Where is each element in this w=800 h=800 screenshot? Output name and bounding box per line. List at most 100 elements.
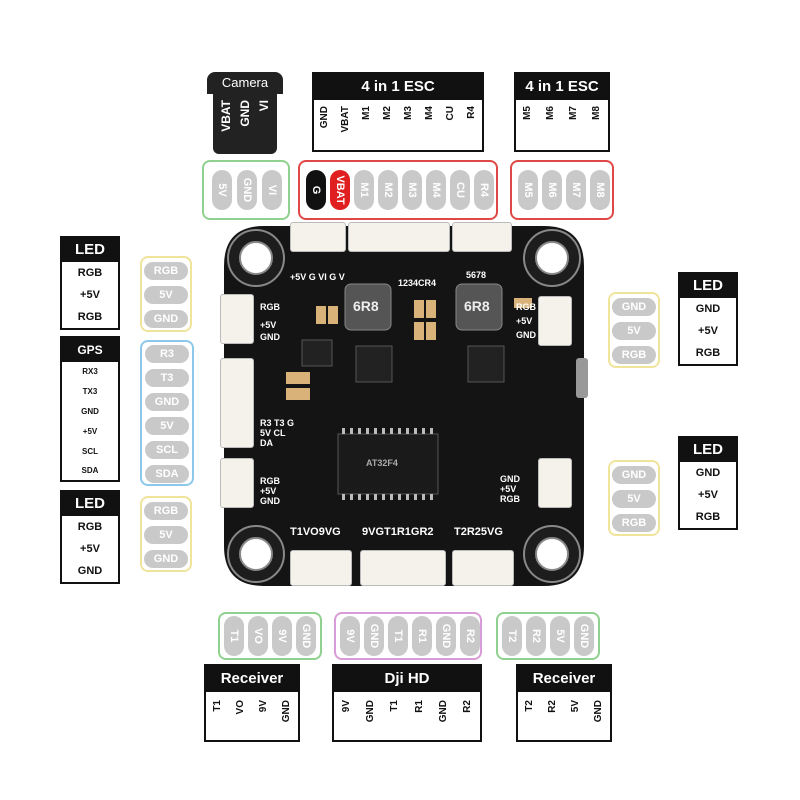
receiver-right-pad: T2 — [502, 616, 522, 656]
gps-pin: GND — [81, 407, 99, 416]
esc1-pin: M3 — [403, 106, 414, 120]
gps-pin: TX3 — [82, 387, 98, 396]
led-right-bottom-pin: +5V — [698, 489, 718, 501]
led-right-top-label-box: LED GND +5V RGB — [678, 272, 738, 366]
esc1-pad: M4 — [426, 170, 446, 210]
led-left-top-pad: 5V — [144, 286, 188, 304]
led-left-top-pad-group: RGB 5V GND — [140, 256, 192, 332]
silk-right-led: GND +5V RGB — [500, 474, 520, 504]
led-left-bottom-pin: +5V — [80, 543, 100, 555]
mcu-label: AT32F4 — [366, 458, 398, 468]
dji-pad: R2 — [460, 616, 480, 656]
gps-title: GPS — [62, 338, 118, 362]
esc1-pin: VBAT — [340, 106, 351, 133]
gps-pad: GND — [145, 393, 189, 411]
gps-pad: 5V — [145, 417, 189, 435]
connector-right-1 — [538, 296, 572, 346]
led-right-top-title: LED — [680, 274, 736, 298]
esc2-title: 4 in 1 ESC — [516, 74, 608, 100]
camera-title: Camera — [207, 72, 283, 94]
silk-top3: 5678 — [466, 270, 487, 280]
silk-right: RGB — [516, 302, 536, 312]
led-left-bottom-pad: GND — [144, 550, 188, 568]
gps-pad-group: R3 T3 GND 5V SCL SDA — [140, 340, 194, 486]
dji-pin: R2 — [462, 700, 474, 713]
led-right-top-pad-group: GND 5V RGB — [608, 292, 660, 368]
esc2-pad: M6 — [542, 170, 562, 210]
connector-top-1 — [290, 222, 346, 252]
led-right-top-pin: GND — [695, 303, 721, 315]
led-right-bottom-pad: GND — [612, 466, 656, 484]
led-right-top-pad: GND — [612, 298, 656, 316]
connector-left-1 — [220, 294, 254, 344]
receiver-right-pad: GND — [574, 616, 594, 656]
receiver-left-pin: 9V — [258, 700, 269, 713]
led-right-bottom-pin: GND — [695, 467, 721, 479]
esc1-pin: GND — [319, 106, 330, 129]
led-left-top-pad: GND — [144, 310, 188, 328]
led-right-bottom-pad: 5V — [612, 490, 656, 508]
receiver-left-pin: T1 — [212, 700, 223, 712]
esc1-pin: R4 — [466, 106, 477, 119]
receiver-right-pin: 5V — [570, 700, 581, 713]
connector-top-2 — [348, 222, 450, 252]
esc2-pad-group: M5 M6 M7 M8 — [510, 160, 614, 220]
dji-pin: T1 — [389, 700, 401, 712]
receiver-left-pad-group: T1 VO 9V GND — [218, 612, 322, 660]
led-left-top-title: LED — [62, 238, 118, 262]
receiver-right-pin: GND — [593, 700, 604, 723]
dji-pad: GND — [364, 616, 384, 656]
esc2-label-box: 4 in 1 ESC M5 M6 M7 M8 — [514, 72, 610, 152]
esc2-pin: M8 — [591, 106, 602, 120]
receiver-right-label-box: Receiver T2 R2 5V GND — [516, 664, 612, 742]
dji-pin: R1 — [413, 700, 425, 713]
gps-pad: T3 — [145, 369, 189, 387]
esc1-pad: M2 — [378, 170, 398, 210]
led-left-top-pin: RGB — [77, 311, 103, 323]
led-right-bottom-pad-group: GND 5V RGB — [608, 460, 660, 536]
silk-left: GND — [260, 332, 280, 342]
led-right-top-pin: +5V — [698, 325, 718, 337]
led-left-bottom-pin: GND — [77, 565, 103, 577]
connector-left-3 — [220, 458, 254, 508]
camera-pad: 5V — [212, 170, 232, 210]
receiver-left-label-box: Receiver T1 VO 9V GND — [204, 664, 300, 742]
led-right-bottom-title: LED — [680, 438, 736, 462]
receiver-left-pad: GND — [296, 616, 316, 656]
receiver-left-pad: 9V — [272, 616, 292, 656]
esc1-pin: CU — [445, 106, 456, 121]
esc1-pad: CU — [450, 170, 470, 210]
camera-pin: VBAT — [219, 100, 234, 132]
dji-pin: GND — [437, 700, 449, 723]
esc1-pad-group: G VBAT M1 M2 M3 M4 CU R4 — [298, 160, 498, 220]
esc2-pin: M5 — [522, 106, 533, 120]
esc2-pad: M7 — [566, 170, 586, 210]
silk-right: +5V — [516, 316, 533, 326]
esc1-pin: M1 — [361, 106, 372, 120]
led-left-top-label-box: LED RGB +5V RGB — [60, 236, 120, 330]
board-graphic — [224, 226, 588, 586]
receiver-left-pin: GND — [281, 700, 292, 723]
led-left-bottom-pad-group: RGB 5V GND — [140, 496, 192, 572]
gps-pin: SDA — [81, 466, 99, 475]
silk-bottom-left: T1VO9VG — [290, 526, 341, 538]
inductor-label: 6R8 — [464, 298, 490, 314]
flight-controller-board: 6R8 6R8 AT32F4 +5V G VI G V 1234CR4 5678… — [220, 222, 588, 590]
esc2-pin: M7 — [568, 106, 579, 120]
esc1-title: 4 in 1 ESC — [314, 74, 482, 100]
connector-right-2 — [538, 458, 572, 508]
receiver-left-title: Receiver — [206, 666, 298, 692]
receiver-right-pin: R2 — [547, 700, 558, 713]
dji-pad: R1 — [412, 616, 432, 656]
receiver-right-pad-group: T2 R2 5V GND — [496, 612, 600, 660]
dji-pin: 9V — [340, 700, 352, 713]
led-right-bottom-pad: RGB — [612, 514, 656, 532]
mounting-hole — [227, 229, 581, 583]
esc2-pad: M5 — [518, 170, 538, 210]
connector-bottom-2 — [360, 550, 446, 586]
dji-title: Dji HD — [334, 666, 480, 692]
connector-bottom-3 — [452, 550, 514, 586]
dji-label-box: Dji HD 9V GND T1 R1 GND R2 — [332, 664, 482, 742]
silk-left-led: RGB +5V GND — [260, 476, 280, 506]
camera-body: VBAT GND VI — [213, 94, 277, 154]
